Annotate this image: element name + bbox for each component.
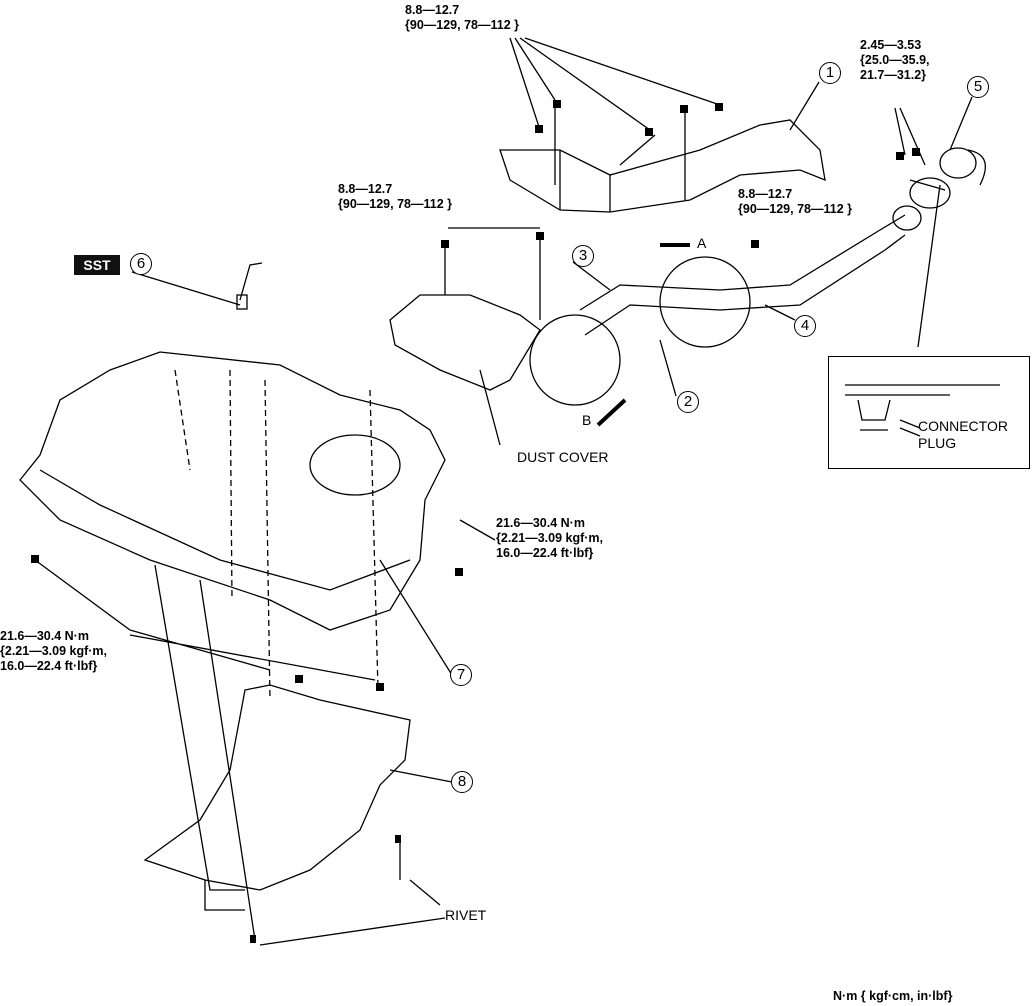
- torque-value: 8.8—12.7: [405, 3, 460, 17]
- filler-pipe: [579, 214, 906, 336]
- torque-value-alt: {90—129, 78—112 }: [338, 197, 452, 211]
- view-b-label: B: [582, 412, 592, 428]
- connector-label-line2: PLUG: [918, 435, 957, 451]
- connector-label-line1: CONNECTOR: [918, 418, 1008, 434]
- torque-value-alt: {90—129, 78—112 }: [738, 202, 852, 216]
- callout-7: 7: [450, 664, 472, 686]
- sst-badge: SST: [74, 255, 120, 275]
- callout-4: 4: [794, 315, 816, 337]
- rivet-label: RIVET: [445, 907, 487, 923]
- torque-value: 21.6—30.4 N·m: [0, 629, 89, 643]
- torque-value-alt: {2.21—3.09 kgf·m,: [0, 644, 107, 658]
- fuel-tank: [19, 351, 446, 631]
- torque-filler-pipe: 8.8—12.7 {90—129, 78—112 }: [738, 187, 852, 217]
- torque-value-alt: {90—129, 78—112 }: [405, 18, 519, 32]
- heat-shield: [499, 119, 826, 213]
- callout-8: 8: [451, 771, 473, 793]
- callout-6: 6: [130, 253, 152, 275]
- torque-tank-right: 21.6—30.4 N·m {2.21—3.09 kgf·m, 16.0—22.…: [496, 516, 603, 561]
- torque-value: 8.8—12.7: [738, 187, 793, 201]
- callout-1: 1: [819, 62, 841, 84]
- torque-value: 8.8—12.7: [338, 182, 393, 196]
- callout-5: 5: [967, 76, 989, 98]
- torque-cover: 8.8—12.7 {90—129, 78—112 }: [338, 182, 452, 212]
- under-shield: [143, 684, 411, 891]
- torque-value-alt: {2.21—3.09 kgf·m,: [496, 531, 603, 545]
- detail-circle-b: [529, 314, 621, 406]
- torque-value: 2.45—3.53: [860, 38, 922, 52]
- connector-plug-detail-box: [828, 356, 1030, 469]
- connector-plug-label: CONNECTOR PLUG: [918, 418, 1008, 452]
- view-a-label: A: [697, 235, 707, 251]
- torque-value: 21.6—30.4 N·m: [496, 516, 585, 530]
- torque-value-alt: {25.0—35.9,: [860, 53, 930, 67]
- detail-circle-a: [659, 256, 751, 348]
- callout-2: 2: [677, 391, 699, 413]
- torque-value-alt2: 16.0—22.4 ft·lbf}: [0, 659, 98, 673]
- fuel-pump-cover: [389, 294, 541, 391]
- dust-cover-label: DUST COVER: [517, 449, 609, 465]
- callout-3: 3: [572, 245, 594, 267]
- torque-value-alt2: 21.7—31.2}: [860, 68, 927, 82]
- torque-heat-shield: 8.8—12.7 {90—129, 78—112 }: [405, 3, 519, 33]
- torque-value-alt2: 16.0—22.4 ft·lbf}: [496, 546, 594, 560]
- torque-tank-left: 21.6—30.4 N·m {2.21—3.09 kgf·m, 16.0—22.…: [0, 629, 107, 674]
- units-legend: N·m { kgf·cm, in·lbf}: [833, 989, 953, 1003]
- torque-filler-neck: 2.45—3.53 {25.0—35.9, 21.7—31.2}: [860, 38, 930, 83]
